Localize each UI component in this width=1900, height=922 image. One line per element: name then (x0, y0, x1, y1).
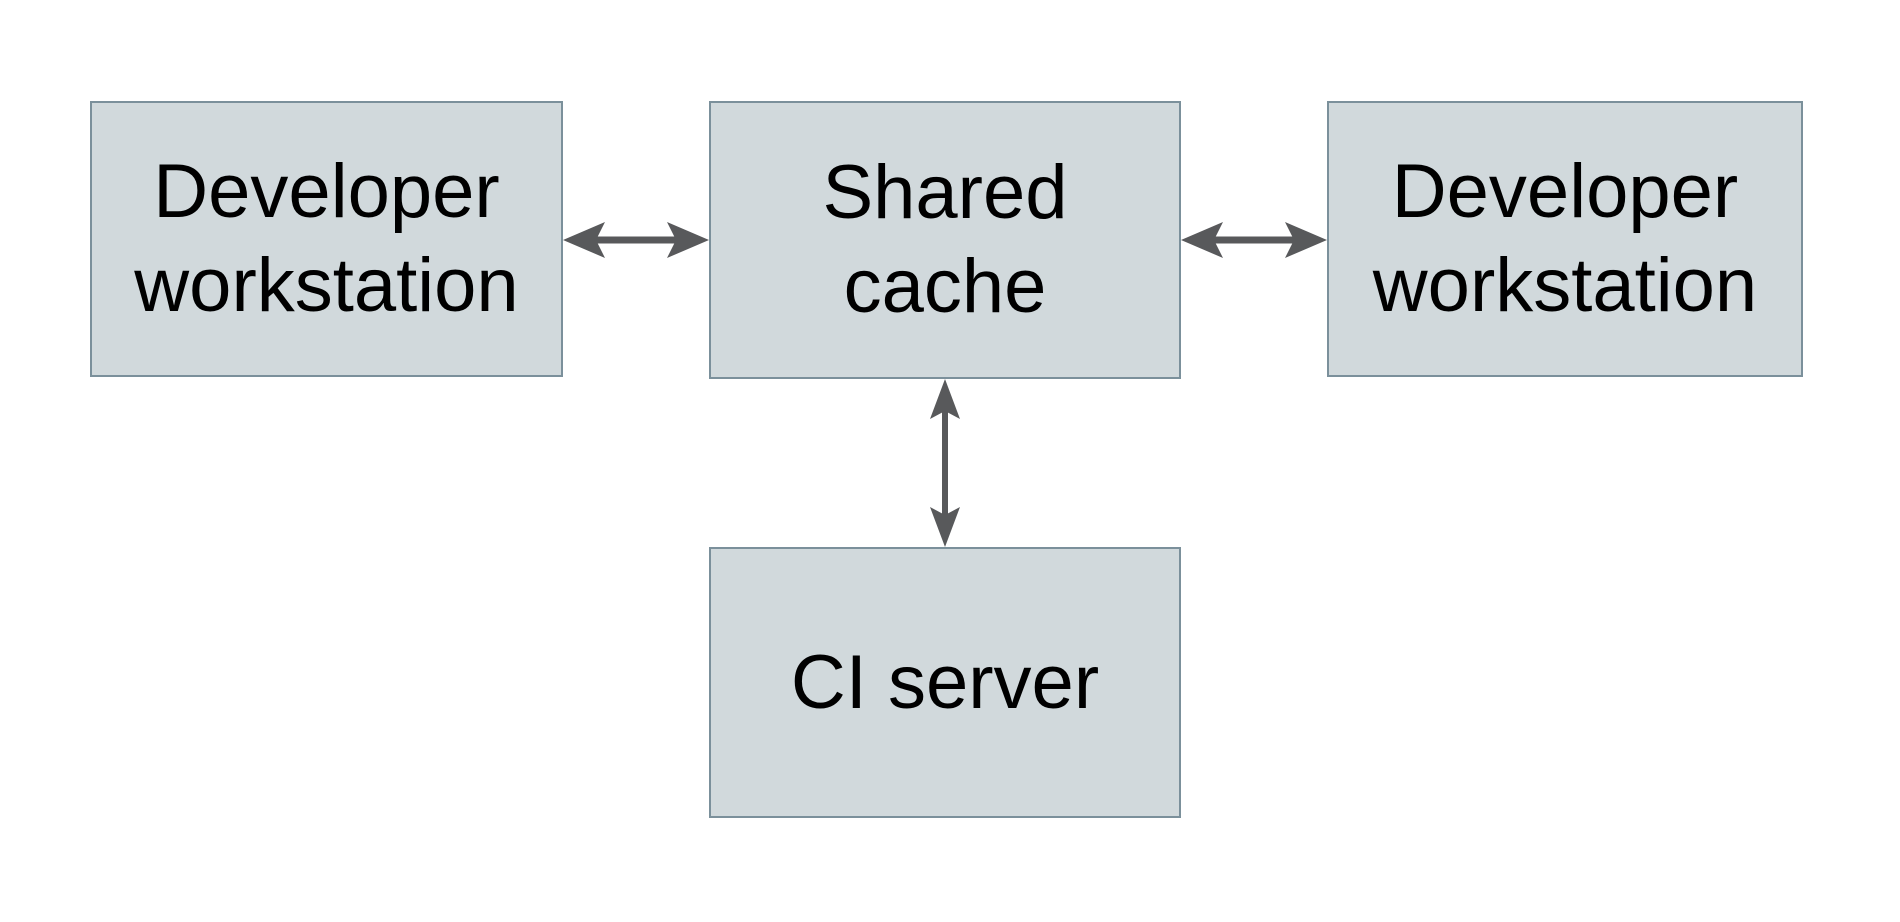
node-ci-server: CI server (709, 547, 1181, 818)
double-arrow-dev-left-shared-cache-icon (563, 222, 709, 258)
node-developer-workstation-right: Developer workstation (1327, 101, 1803, 377)
node-shared-cache-label: Shared cache (822, 150, 1068, 329)
double-arrow-shared-cache-ci-server-icon (930, 379, 960, 547)
node-developer-workstation-left: Developer workstation (90, 101, 563, 377)
node-ci-server-label: CI server (790, 639, 1100, 725)
double-arrow-shared-cache-dev-right-icon (1181, 222, 1327, 258)
node-shared-cache: Shared cache (709, 101, 1181, 379)
node-developer-workstation-left-label: Developer workstation (134, 149, 519, 328)
node-developer-workstation-right-label: Developer workstation (1372, 149, 1758, 328)
